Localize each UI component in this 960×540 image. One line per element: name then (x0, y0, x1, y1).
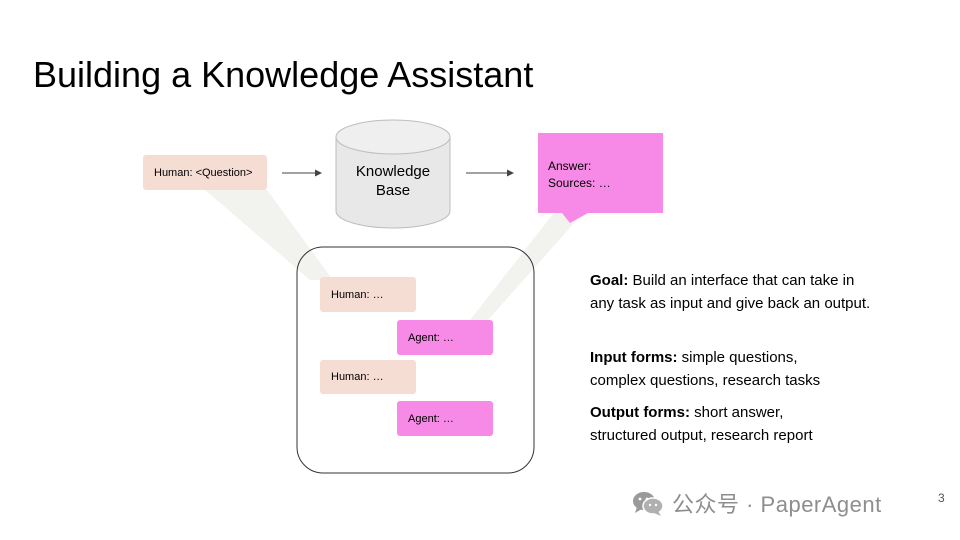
input-callout-shadow (205, 190, 333, 280)
slide-title: Building a Knowledge Assistant (33, 54, 534, 95)
answer-callout (538, 133, 663, 223)
output-forms-paragraph: Output forms: short answer, structured o… (590, 402, 840, 447)
answer-label: Answer: Sources: … (548, 158, 611, 192)
input-forms-text: simple questions, complex questions, res… (590, 349, 821, 389)
goal-text: Build an interface that can take in any … (590, 272, 871, 312)
bubble-text: Human: … (331, 288, 384, 301)
sources-line: Sources: … (548, 176, 611, 190)
database-icon (335, 119, 451, 229)
goal-paragraph: Goal: Build an interface that can take i… (590, 270, 880, 315)
question-input-label: Human: <Question> (154, 166, 253, 179)
knowledge-base-label: Knowledge Base (337, 162, 449, 200)
goal-label: Goal: (590, 272, 629, 289)
conversation-human-bubble: Human: … (320, 277, 416, 312)
bubble-text: Agent: … (408, 412, 454, 425)
input-forms-label: Input forms: (590, 349, 678, 366)
watermark-text: 公众号 · PaperAgent (672, 492, 882, 517)
output-forms-label: Output forms: (590, 404, 690, 421)
wechat-icon (633, 492, 664, 516)
knowledge-base-line-1: Knowledge (355, 163, 431, 180)
watermark: 公众号 · PaperAgent (630, 487, 882, 519)
arrow-to-knowledge-base (282, 169, 322, 177)
answer-callout-shadow (470, 205, 583, 320)
bubble-text: Agent: … (408, 331, 454, 344)
arrow-to-answer (466, 169, 514, 177)
input-forms-paragraph: Input forms: simple questions, complex q… (590, 347, 840, 392)
conversation-frame (296, 246, 535, 474)
conversation-agent-bubble: Agent: … (397, 401, 493, 436)
conversation-agent-bubble: Agent: … (397, 320, 493, 355)
question-input-box: Human: <Question> (143, 155, 267, 190)
answer-line: Answer: (548, 159, 592, 173)
bubble-text: Human: … (331, 371, 384, 383)
page-number: 3 (938, 491, 945, 505)
knowledge-base-line-2: Base (375, 182, 411, 199)
output-forms-text: short answer, structured output, researc… (590, 404, 813, 444)
conversation-human-bubble: Human: … (320, 360, 416, 394)
